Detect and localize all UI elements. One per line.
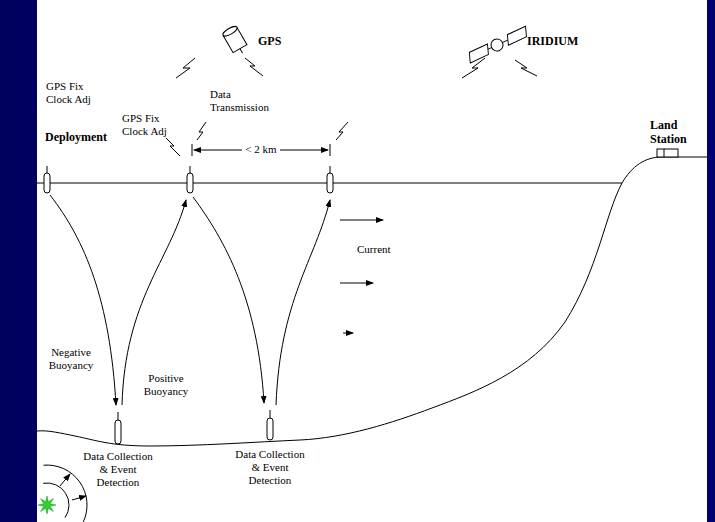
radio-signal: [166, 58, 537, 156]
event-label: Data Collection & Event Detection: [80, 450, 156, 489]
satellite-label: IRIDIUM: [527, 34, 578, 48]
seafloor-coast: [37, 157, 707, 446]
event-label: Data Collection & Event Detection: [232, 448, 308, 487]
iridium-satellite: [466, 25, 531, 64]
station-label: Land Station: [650, 118, 700, 146]
satellite-label: GPS: [258, 34, 281, 48]
dimension-label: < 2 km: [242, 143, 279, 156]
event-label: Deployment: [45, 130, 107, 144]
land-station: [657, 149, 678, 157]
event-label: Data Transmission: [210, 88, 282, 114]
float-trajectory: [50, 195, 330, 405]
event-label: GPS Fix Clock Adj: [46, 80, 102, 106]
event-label: GPS Fix Clock Adj: [122, 112, 178, 138]
gps-satellite: [222, 25, 250, 57]
buoyancy-label: Negative Buoyancy: [40, 346, 102, 372]
white-panel: [37, 0, 707, 522]
buoyancy-label: Positive Buoyancy: [136, 372, 196, 398]
seismic-event: [38, 465, 87, 522]
float: [44, 166, 333, 444]
current-label: Current: [357, 243, 391, 256]
current-arrow: [340, 220, 383, 333]
distance-bracket: [192, 144, 330, 156]
